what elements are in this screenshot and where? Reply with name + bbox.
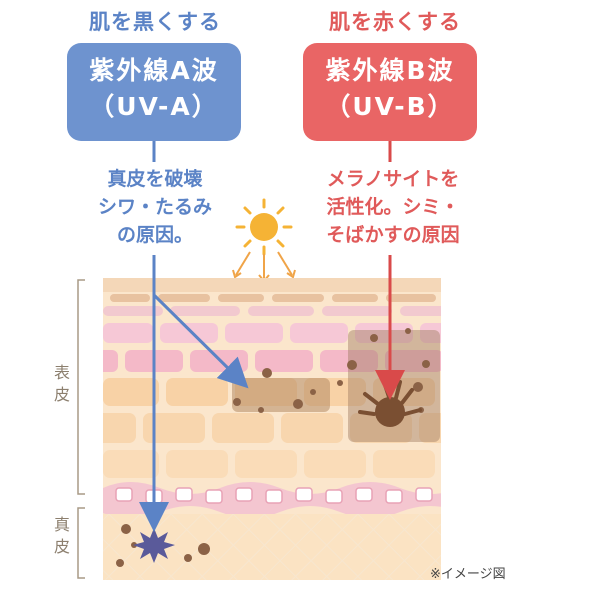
epidermis-label: 表皮 — [53, 363, 70, 404]
uvb-description: メラノサイトを 活性化。シミ・ そばかすの原因 — [298, 165, 488, 249]
uvb-box: 紫外線B波 （UV-B） — [303, 43, 477, 141]
layer-brackets — [77, 279, 85, 579]
uvb-box-subtitle: （UV-B） — [325, 92, 455, 121]
sun-ray-arrows — [232, 251, 296, 283]
uva-desc-line-1: 真皮を破壊 — [107, 168, 203, 190]
image-note: ※イメージ図 — [430, 567, 506, 582]
uva-desc-line-3: の原因。 — [116, 224, 193, 246]
sun-icon — [235, 198, 293, 256]
uva-box: 紫外線A波 （UV-A） — [67, 43, 241, 141]
uvb-desc-line-2: 活性化。シミ・ — [326, 196, 460, 218]
dermis-label: 真皮 — [53, 515, 70, 556]
uvb-desc-line-3: そばかすの原因 — [326, 224, 460, 246]
melanocyte-icon — [358, 380, 422, 427]
uvb-desc-line-1: メラノサイトを — [326, 168, 460, 190]
uva-arrow — [139, 255, 249, 532]
uva-description: 真皮を破壊 シワ・たるみ の原因。 — [60, 165, 250, 249]
uvb-heading: 肌を赤くする — [329, 10, 461, 34]
uva-heading: 肌を黒くする — [89, 10, 221, 34]
uva-box-title: 紫外線A波 — [89, 56, 219, 85]
uva-box-subtitle: （UV-A） — [89, 92, 219, 121]
uvb-box-title: 紫外線B波 — [325, 56, 455, 85]
damage-burst-icon — [133, 528, 175, 563]
uva-desc-line-2: シワ・たるみ — [97, 196, 212, 218]
